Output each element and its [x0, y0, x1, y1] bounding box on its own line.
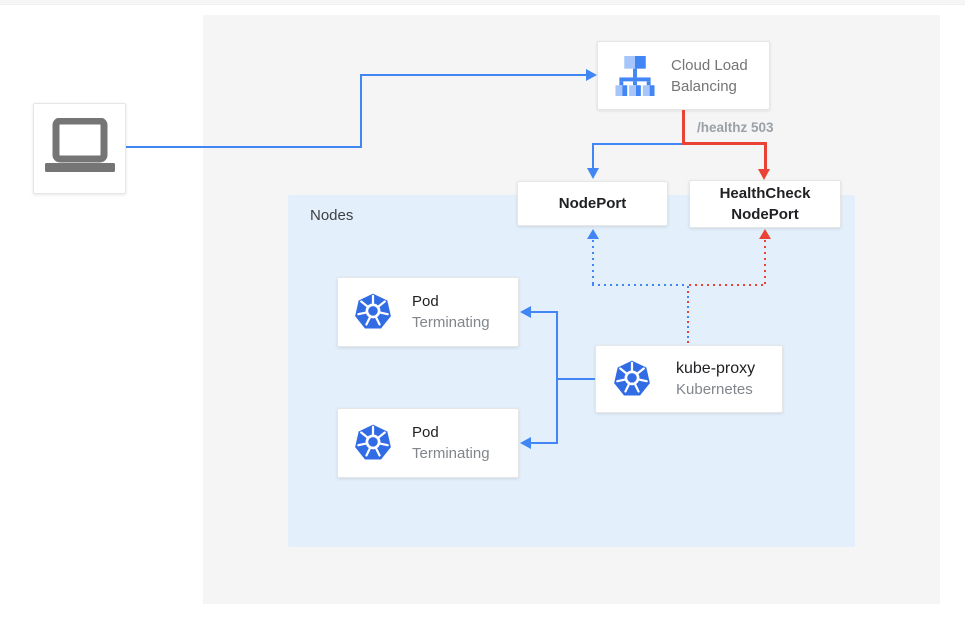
healthcheck-nodeport-node: HealthCheck NodePort: [689, 180, 841, 228]
arrowhead-return-nodeport: [587, 229, 599, 239]
laptop-icon: [44, 117, 116, 180]
pod-title: Pod: [412, 293, 439, 310]
edge-return-nodeport-v: [592, 240, 594, 286]
healthz-status-label: /healthz 503: [697, 120, 774, 135]
edge-clb-healthz-h: [682, 142, 767, 145]
pod-status: Terminating: [412, 314, 490, 331]
edge-clb-nodeport-h: [592, 143, 682, 145]
edge-clb-healthz-v2: [764, 142, 767, 170]
healthcheck-nodeport-label: HealthCheck NodePort: [719, 185, 811, 223]
edge-client-to-clb-v: [360, 74, 362, 148]
kubernetes-icon: [353, 292, 393, 332]
nodes-group-label: Nodes: [310, 207, 354, 224]
arrowhead-return-healthcheck: [759, 229, 771, 239]
nodeport-label: NodePort: [558, 195, 627, 212]
nodeport-node: NodePort: [517, 181, 668, 226]
kube-proxy-subtitle: Kubernetes: [676, 381, 753, 398]
edge-kubeproxy-trunk-dotted: [687, 286, 689, 345]
edge-return-healthcheck-v: [764, 240, 766, 286]
kube-proxy-node: kube-proxy Kubernetes: [595, 345, 783, 413]
arrowhead-into-healthcheck-nodeport: [758, 169, 770, 180]
pod-node-1: Pod Terminating: [337, 277, 519, 347]
cloud-load-balancing-label: Cloud Load Balancing: [671, 56, 748, 95]
top-divider: [0, 0, 965, 5]
kubernetes-icon: [612, 359, 652, 399]
cloud-load-balancing-node: Cloud Load Balancing: [597, 41, 770, 110]
edge-to-pod2-h: [531, 442, 557, 444]
edge-return-nodeport-h: [592, 284, 688, 286]
arrowhead-into-pod1: [520, 306, 531, 318]
edge-clb-nodeport-v: [592, 143, 594, 169]
edge-return-healthcheck-h: [689, 284, 766, 286]
kube-proxy-title: kube-proxy: [676, 360, 756, 377]
edge-to-pod1-h: [531, 311, 557, 313]
pod-status: Terminating: [412, 445, 490, 462]
arrowhead-into-clb: [586, 69, 597, 81]
arrowhead-into-pod2: [520, 437, 531, 449]
kubernetes-icon: [353, 423, 393, 463]
pod-node-2: Pod Terminating: [337, 408, 519, 478]
pod-title: Pod: [412, 424, 439, 441]
edge-clb-healthz-v1: [682, 110, 685, 145]
arrowhead-into-nodeport: [587, 168, 599, 179]
client-node: [33, 103, 126, 194]
edge-client-to-clb-h1: [126, 146, 361, 148]
edge-kubeproxy-pods-h: [556, 378, 595, 380]
edge-client-to-clb-h2: [362, 74, 586, 76]
edge-kubeproxy-pods-v: [556, 311, 558, 444]
cloud-load-balancing-icon: [613, 55, 657, 96]
